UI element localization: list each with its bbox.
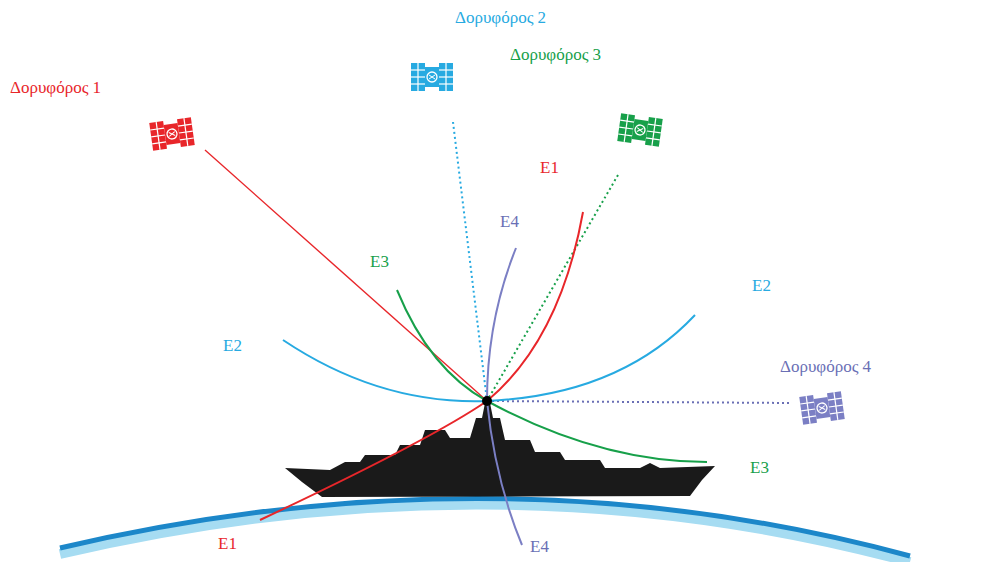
earth-surface — [60, 504, 910, 562]
satellite-icon — [617, 113, 662, 147]
range-line — [453, 122, 487, 401]
curve-label: E1 — [540, 158, 559, 178]
range-line — [487, 401, 792, 403]
position-curve — [487, 248, 522, 545]
curve-label: E2 — [752, 276, 771, 296]
range-line — [487, 175, 618, 401]
curve-label: E3 — [750, 458, 769, 478]
satellite-icon — [411, 63, 453, 91]
curve-label: E4 — [500, 212, 519, 232]
position-curve — [397, 290, 707, 462]
satellite-label: Δορυφόρος 1 — [10, 78, 101, 98]
position-curve — [260, 212, 583, 520]
satellite-label: Δορυφόρος 4 — [780, 357, 871, 377]
satellite-icon — [799, 391, 844, 425]
satellite-label: Δορυφόρος 3 — [510, 45, 601, 65]
range-line — [205, 150, 487, 401]
satellite-label: Δορυφόρος 2 — [455, 8, 546, 28]
curve-label: E4 — [530, 537, 549, 557]
ship-silhouette — [285, 403, 715, 497]
curve-label: E1 — [218, 534, 237, 554]
earth-surface — [60, 498, 910, 556]
position-fix — [482, 396, 492, 406]
curve-label: E2 — [223, 336, 242, 356]
curve-label: E3 — [370, 252, 389, 272]
satellite-icon — [149, 117, 194, 151]
